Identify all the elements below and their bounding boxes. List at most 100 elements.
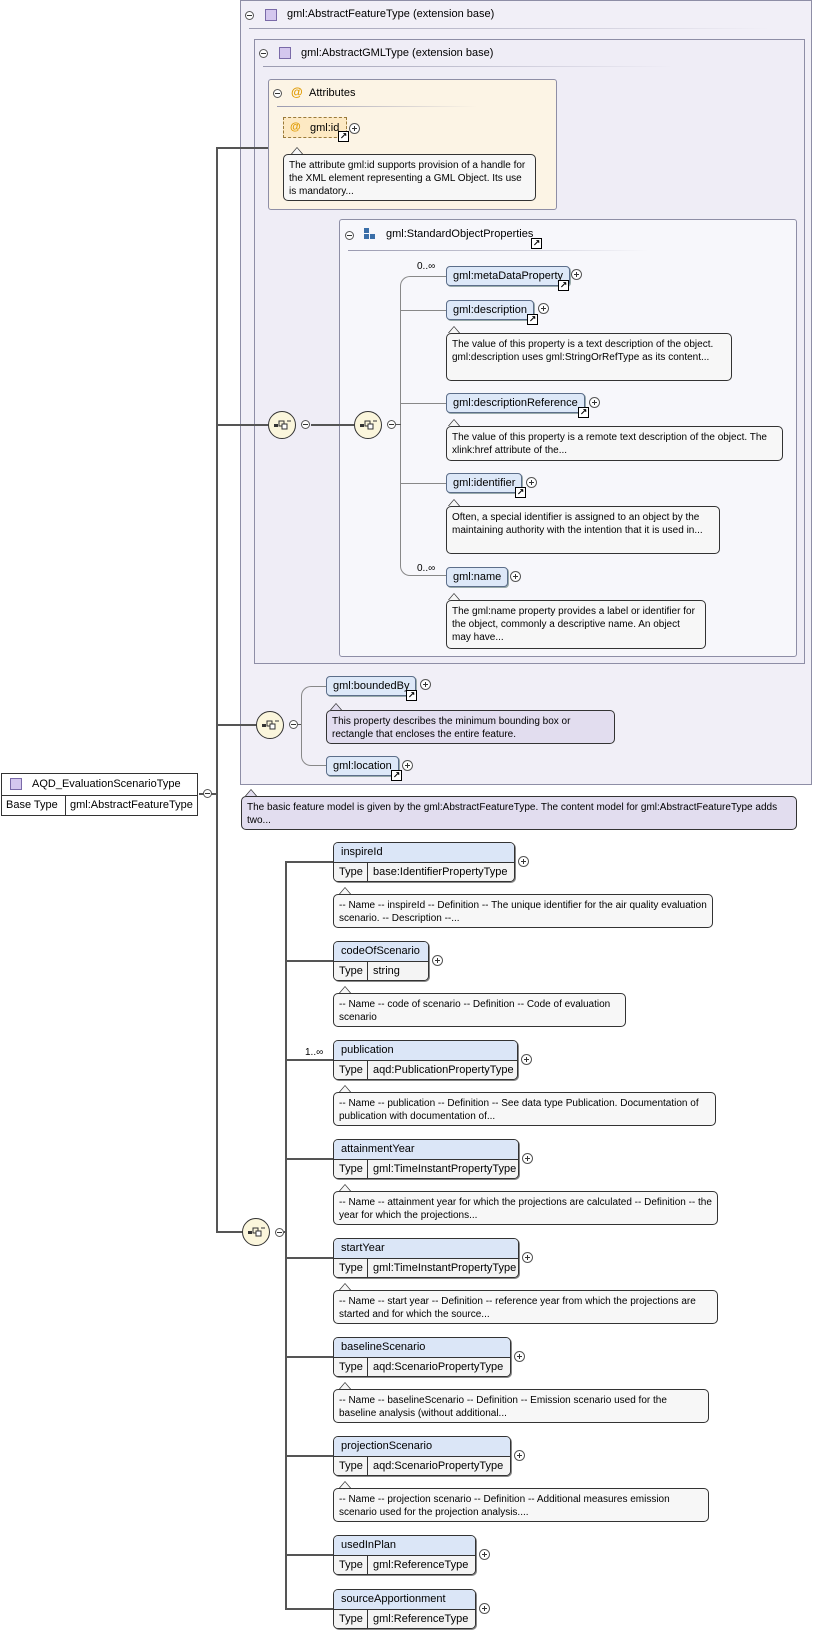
- gml-name-doc: The gml:name property provides a label o…: [446, 600, 706, 649]
- group-icon: [364, 228, 376, 240]
- element-name: attainmentYear: [334, 1140, 518, 1160]
- baselinescenario-doc: -- Name -- baselineScenario -- Definitio…: [333, 1389, 709, 1423]
- element-name: usedInPlan: [334, 1536, 475, 1556]
- type-value: gml:ReferenceType: [373, 1613, 469, 1625]
- base-type-label: Base Type: [6, 799, 58, 811]
- link-arrow-icon[interactable]: ↗: [578, 407, 589, 418]
- expand-identifier-button[interactable]: [526, 477, 537, 488]
- link-arrow-icon[interactable]: ↗: [531, 238, 542, 249]
- root-type-box[interactable]: AQD_EvaluationScenarioType Base Type gml…: [1, 773, 198, 816]
- type-label: Type: [334, 1358, 368, 1376]
- gml-location-element[interactable]: gml:location: [326, 756, 399, 776]
- base-type-value: gml:AbstractFeatureType: [70, 799, 193, 811]
- expand-publication-button[interactable]: [521, 1054, 532, 1065]
- expand-startyear-button[interactable]: [522, 1252, 533, 1263]
- expand-metadataproperty-button[interactable]: [571, 269, 582, 280]
- standard-props-title: gml:StandardObjectProperties: [386, 228, 534, 240]
- gml-name-element[interactable]: gml:name: [446, 567, 509, 587]
- expand-sourceapportionment-button[interactable]: [479, 1603, 490, 1614]
- type-label: Type: [334, 1061, 368, 1079]
- gml-id-attribute[interactable]: @ gml:id: [283, 117, 347, 138]
- type-label: Type: [334, 863, 368, 881]
- collapse-abstract-gml-button[interactable]: [259, 49, 268, 58]
- collapse-abstract-feature-button[interactable]: [245, 11, 254, 20]
- type-label: Type: [334, 1556, 368, 1574]
- expand-codeofscenario-button[interactable]: [432, 955, 443, 966]
- attribute-at-icon: @: [290, 121, 301, 133]
- element-card-sourceapportionment[interactable]: sourceApportionment Type gml:ReferenceTyp…: [333, 1589, 476, 1629]
- collapse-sequence-button[interactable]: [301, 420, 310, 429]
- collapse-sequence-button[interactable]: [289, 720, 298, 729]
- link-arrow-icon[interactable]: ↗: [338, 131, 349, 142]
- element-card-usedinplan[interactable]: usedInPlan Type gml:ReferenceType: [333, 1535, 476, 1575]
- sequence-compositor-icon[interactable]: [268, 411, 296, 439]
- gml-boundedby-element[interactable]: gml:boundedBy: [326, 676, 417, 696]
- type-value: gml:TimeInstantPropertyType: [373, 1163, 517, 1175]
- type-value: gml:ReferenceType: [373, 1559, 469, 1571]
- complex-type-icon: [265, 9, 277, 21]
- element-name: sourceApportionment: [334, 1590, 475, 1610]
- collapse-sequence-button[interactable]: [275, 1228, 284, 1237]
- expand-usedinplan-button[interactable]: [479, 1549, 490, 1560]
- element-name: publication: [334, 1041, 517, 1061]
- type-value: aqd:ScenarioPropertyType: [373, 1460, 504, 1472]
- gml-identifier-doc: Often, a special identifier is assigned …: [446, 506, 720, 554]
- expand-location-button[interactable]: [402, 760, 413, 771]
- element-name: baselineScenario: [334, 1338, 510, 1358]
- abstract-gml-title: gml:AbstractGMLType (extension base): [301, 47, 494, 59]
- expand-name-button[interactable]: [510, 571, 521, 582]
- collapse-standard-props-button[interactable]: [345, 231, 354, 240]
- link-arrow-icon[interactable]: ↗: [391, 770, 402, 781]
- publication-doc: -- Name -- publication -- Definition -- …: [333, 1092, 716, 1126]
- collapse-attributes-button[interactable]: [273, 89, 282, 98]
- collapse-root-button[interactable]: [203, 789, 212, 798]
- link-arrow-icon[interactable]: ↗: [558, 280, 569, 291]
- expand-baselinescenario-button[interactable]: [514, 1351, 525, 1362]
- projectionscenario-doc: -- Name -- projection scenario -- Defini…: [333, 1488, 709, 1522]
- gml-description-doc: The value of this property is a text des…: [446, 333, 732, 381]
- abstract-feature-doc: The basic feature model is given by the …: [241, 796, 797, 830]
- root-type-name: AQD_EvaluationScenarioType: [32, 778, 181, 790]
- type-label: Type: [334, 1610, 368, 1628]
- gml-description-element[interactable]: gml:description: [446, 300, 534, 320]
- attainmentyear-doc: -- Name -- attainment year for which the…: [333, 1191, 718, 1225]
- link-arrow-icon[interactable]: ↗: [406, 690, 417, 701]
- gml-descriptionreference-doc: The value of this property is a remote t…: [446, 426, 783, 461]
- attribute-at-icon: @: [291, 85, 303, 99]
- element-name: projectionScenario: [334, 1437, 510, 1457]
- expand-inspireid-button[interactable]: [518, 856, 529, 867]
- codeofscenario-doc: -- Name -- code of scenario -- Definitio…: [333, 993, 626, 1027]
- startyear-doc: -- Name -- start year -- Definition -- r…: [333, 1290, 718, 1324]
- gml-identifier-element[interactable]: gml:identifier: [446, 473, 523, 493]
- expand-descriptionreference-button[interactable]: [589, 397, 600, 408]
- sequence-compositor-icon[interactable]: [354, 411, 382, 439]
- element-name: startYear: [334, 1239, 518, 1259]
- type-value: base:IdentifierPropertyType: [373, 866, 508, 878]
- multiplicity-label: 1..∞: [305, 1047, 324, 1058]
- expand-description-button[interactable]: [538, 303, 549, 314]
- gml-metadataproperty-element[interactable]: gml:metaDataProperty: [446, 266, 571, 286]
- expand-boundedby-button[interactable]: [420, 679, 431, 690]
- expand-projectionscenario-button[interactable]: [514, 1450, 525, 1461]
- collapse-sequence-button[interactable]: [387, 420, 396, 429]
- expand-gml-id-button[interactable]: [349, 123, 360, 134]
- link-arrow-icon[interactable]: ↗: [527, 314, 538, 325]
- attributes-panel: @ Attributes @ gml:id ↗ The attribute gm…: [268, 79, 557, 210]
- inspireid-doc: -- Name -- inspireId -- Definition -- Th…: [333, 894, 713, 928]
- multiplicity-label: 0..∞: [417, 563, 436, 574]
- type-value: gml:TimeInstantPropertyType: [373, 1262, 517, 1274]
- link-arrow-icon[interactable]: ↗: [515, 487, 526, 498]
- type-label: Type: [334, 962, 368, 980]
- sequence-compositor-icon[interactable]: [242, 1218, 270, 1246]
- multiplicity-label: 0..∞: [417, 261, 436, 272]
- gml-descriptionreference-element[interactable]: gml:descriptionReference: [446, 393, 585, 413]
- expand-attainmentyear-button[interactable]: [522, 1153, 533, 1164]
- sequence-compositor-icon[interactable]: [256, 711, 284, 739]
